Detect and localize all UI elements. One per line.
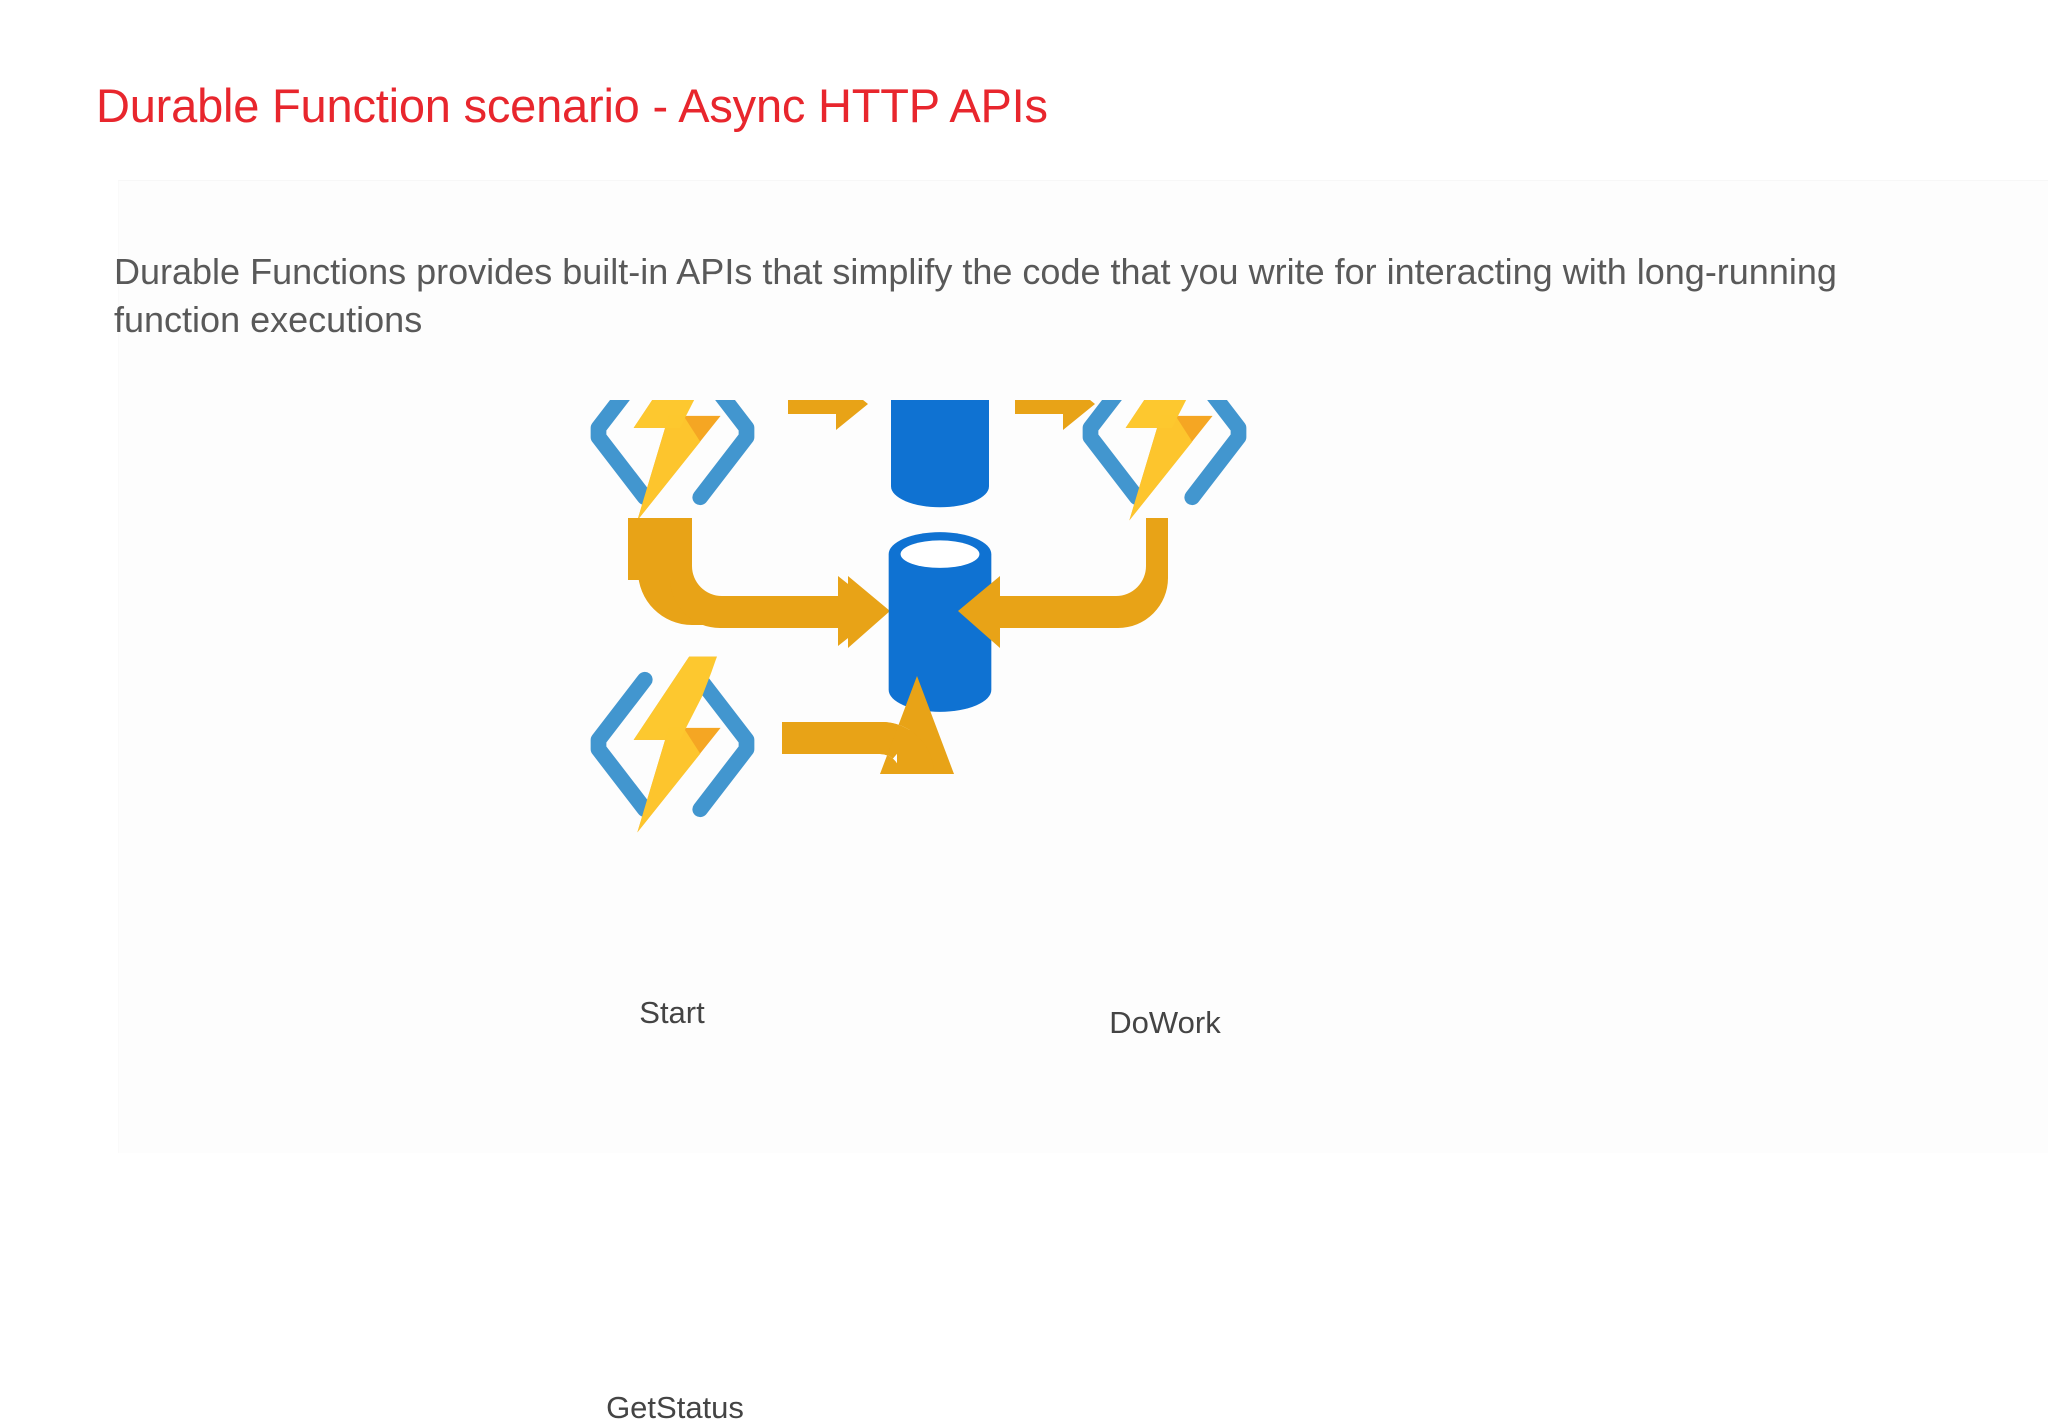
arrow-getstatus-up-to-storage (782, 676, 954, 774)
arrow-dowork-down-to-storage (958, 518, 1212, 648)
azure-function-icon-getstatus (599, 657, 747, 833)
node-label-getstatus: GetStatus (606, 1390, 744, 1425)
azure-function-icon-dowork (1091, 400, 1239, 520)
storage-cylinder-top (891, 400, 989, 508)
arrow-storage-to-dowork (1015, 400, 1095, 430)
page-title: Durable Function scenario - Async HTTP A… (96, 79, 1048, 132)
architecture-diagram: Start DoWork GetStatus (560, 400, 1540, 1425)
diagram-svg (560, 400, 1540, 1100)
arrow-start-down-to-storage (628, 518, 890, 648)
node-label-dowork: DoWork (1109, 1005, 1221, 1040)
body-paragraph: Durable Functions provides built-in APIs… (114, 248, 1874, 343)
node-label-start: Start (639, 995, 705, 1030)
content-placeholder-panel (118, 180, 2048, 1153)
azure-function-icon-start (599, 400, 747, 520)
body-line-1: Durable Functions provides built-in APIs… (114, 251, 1627, 292)
slide-canvas: Durable Function scenario - Async HTTP A… (96, 79, 2048, 1425)
body-line-2: long-running function executions (114, 251, 1837, 340)
arrow-start-to-storage (788, 400, 868, 430)
